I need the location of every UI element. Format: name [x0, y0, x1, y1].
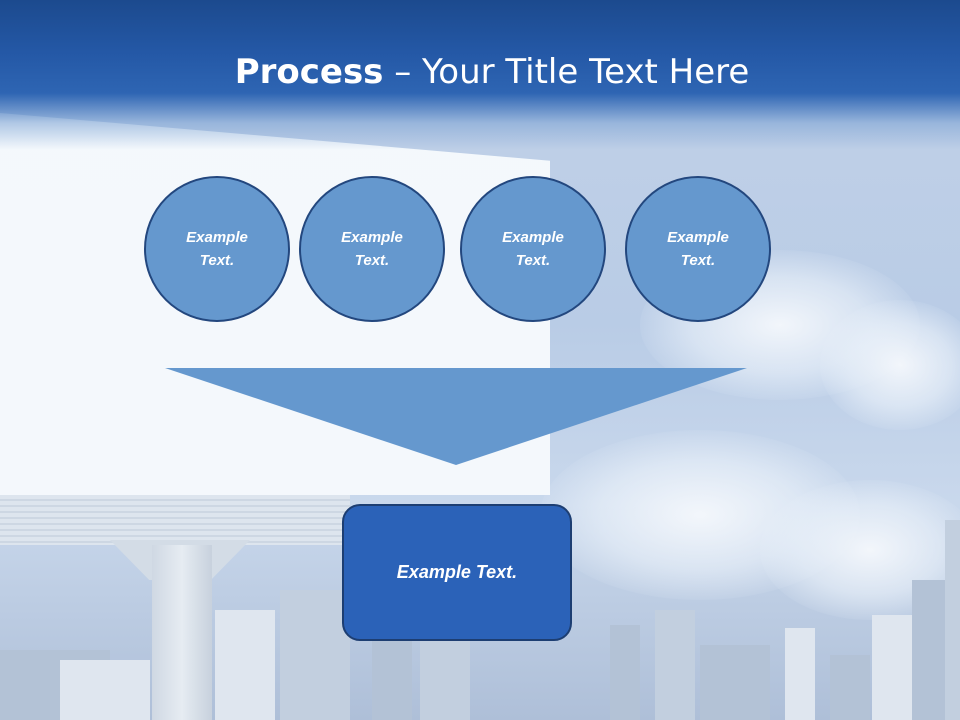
process-step-4: Example Text.: [625, 176, 771, 322]
process-step-2: Example Text.: [299, 176, 445, 322]
building: [610, 625, 640, 720]
building: [372, 630, 412, 720]
process-step-label: Example Text.: [341, 229, 403, 269]
building: [912, 580, 947, 720]
building: [60, 660, 150, 720]
cloud: [820, 300, 960, 430]
process-step-label: Example Text.: [667, 229, 729, 269]
process-step-3: Example Text.: [460, 176, 606, 322]
slide-title-rest: – Your Title Text Here: [383, 52, 750, 92]
building: [830, 655, 870, 720]
slide-title: Process – Your Title Text Here: [0, 52, 960, 92]
process-step-1: Example Text.: [144, 176, 290, 322]
building: [700, 645, 770, 720]
process-result-box: Example Text.: [342, 504, 572, 641]
building: [215, 610, 275, 720]
building: [945, 520, 960, 720]
header-band: [0, 0, 960, 150]
process-step-label: Example Text.: [502, 229, 564, 269]
slide-title-bold: Process: [234, 52, 384, 92]
building: [420, 640, 470, 720]
building: [785, 628, 815, 720]
process-result-label: Example Text.: [396, 562, 518, 582]
building: [655, 610, 695, 720]
building: [280, 590, 350, 720]
process-step-label: Example Text.: [186, 229, 248, 269]
billboard-pillar: [152, 545, 212, 720]
billboard-base: [0, 495, 350, 545]
